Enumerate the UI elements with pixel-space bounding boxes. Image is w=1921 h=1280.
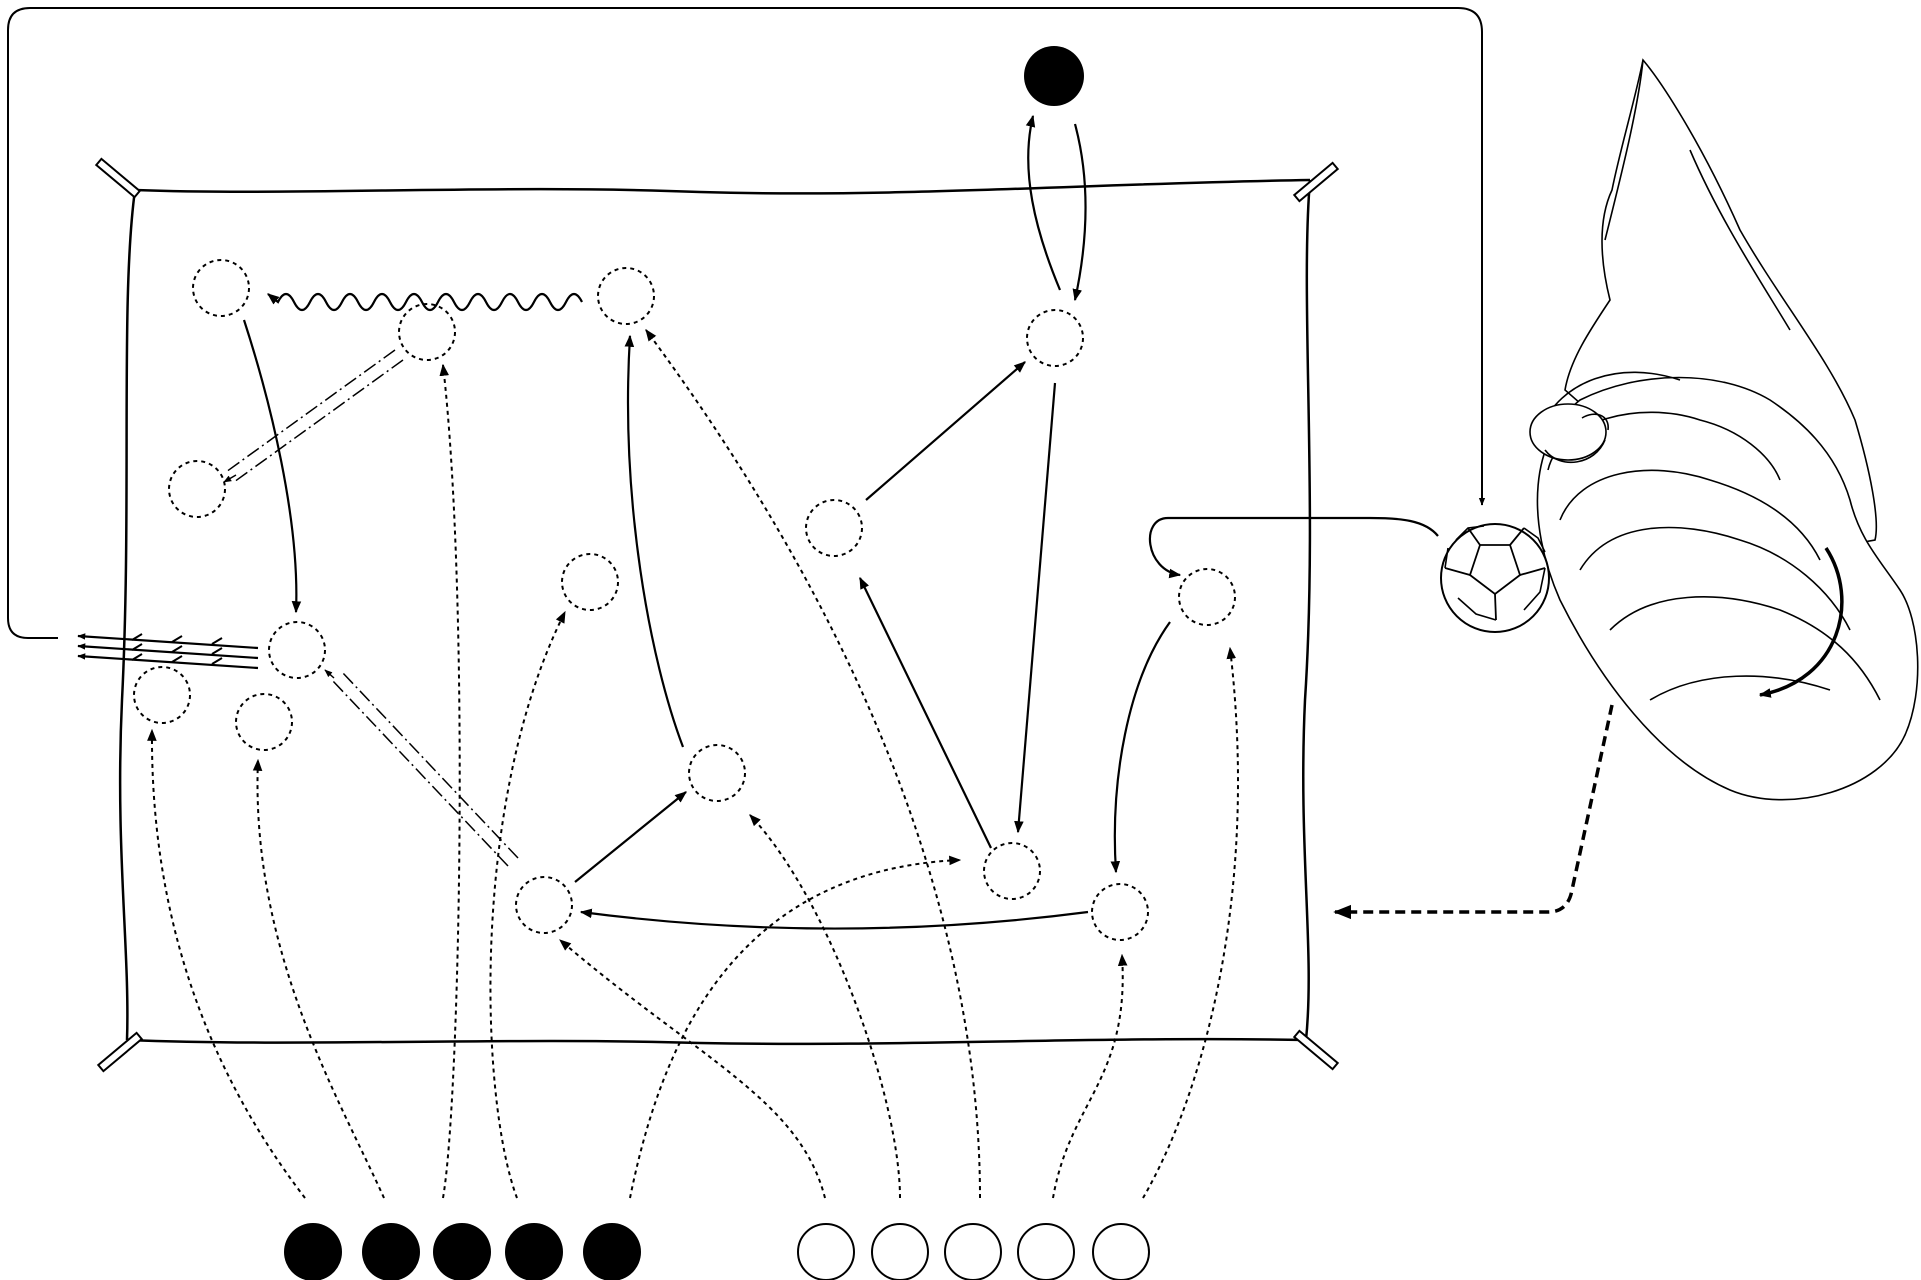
position-marker: [984, 843, 1040, 899]
position-marker: [689, 745, 745, 801]
position-marker: [236, 694, 292, 750]
position-marker: [562, 554, 618, 610]
corner-flag-top-right: [1294, 163, 1337, 201]
ball-icon: [1441, 524, 1549, 632]
shot-arrows: [78, 636, 258, 668]
position-marker: [193, 260, 249, 316]
position-marker: [1027, 310, 1083, 366]
position-marker: [399, 304, 455, 360]
white-player: [945, 1224, 1001, 1280]
white-player: [872, 1224, 928, 1280]
position-marker: [269, 622, 325, 678]
run-arrows: [244, 116, 1438, 929]
position-marker: [1179, 569, 1235, 625]
black-player: [433, 1223, 491, 1280]
pass-arrow: [332, 672, 518, 866]
position-marker: [806, 500, 862, 556]
rebound-return-arrow: [1335, 705, 1612, 912]
position-marker: [598, 268, 654, 324]
pass-arrow: [226, 350, 403, 482]
dribble-arrow: [268, 294, 582, 310]
rebound-net-icon: [1530, 60, 1918, 800]
corner-flag-top-left: [96, 159, 139, 197]
white-player: [798, 1224, 854, 1280]
position-marker: [169, 461, 225, 517]
goalkeeper-player: [1024, 46, 1084, 106]
position-marker: [1092, 884, 1148, 940]
white-player: [1018, 1224, 1074, 1280]
black-player: [583, 1223, 641, 1280]
position-marker: [516, 877, 572, 933]
position-marker: [134, 667, 190, 723]
black-player: [284, 1223, 342, 1280]
outer-return-line: [8, 8, 1482, 638]
black-player: [362, 1223, 420, 1280]
run-to-position-arrows: [152, 330, 1238, 1198]
corner-flag-bottom-right: [1294, 1031, 1337, 1069]
corner-flag-bottom-left: [98, 1033, 141, 1071]
white-player: [1093, 1224, 1149, 1280]
black-player: [505, 1223, 563, 1280]
